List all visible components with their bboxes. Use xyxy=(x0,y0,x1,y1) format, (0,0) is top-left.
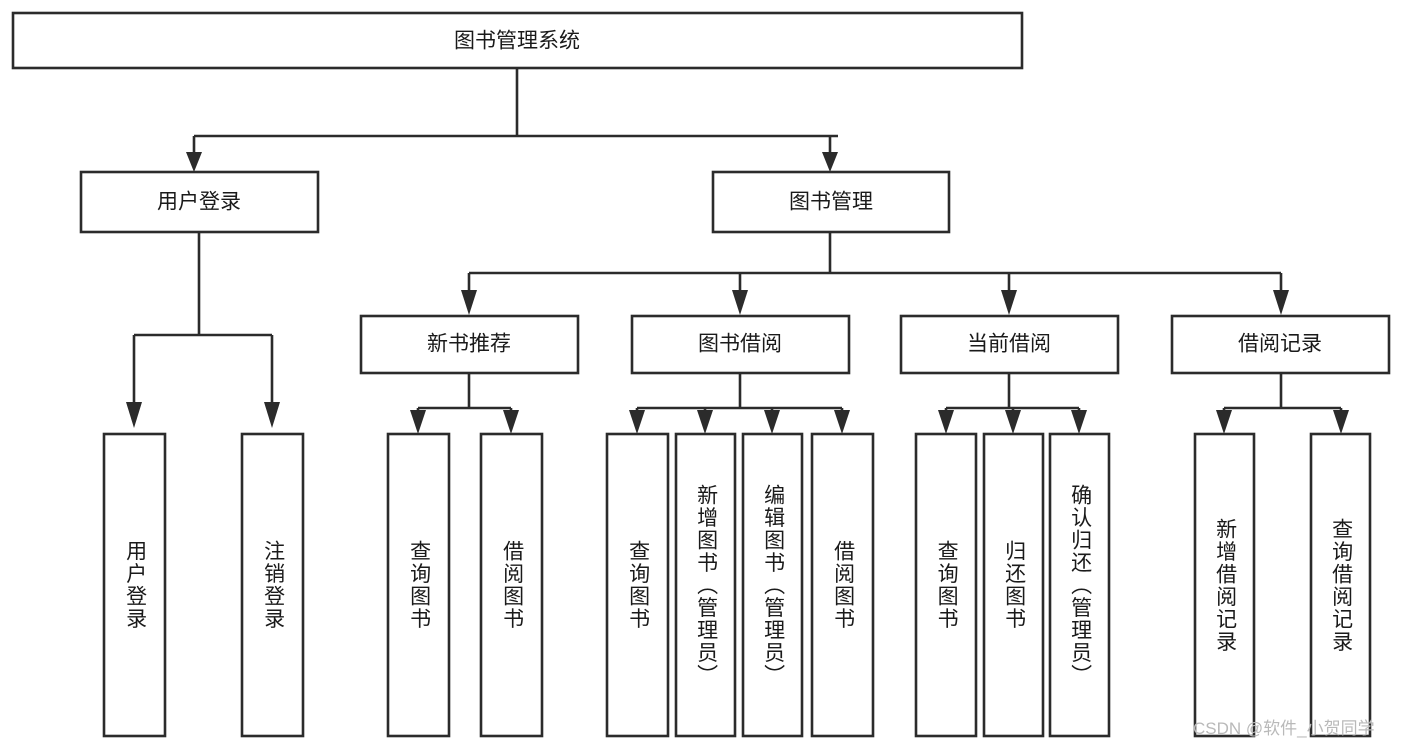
node-box-book-borrow[interactable] xyxy=(630,314,851,375)
node-label-root: 图书管理系统 xyxy=(454,30,580,53)
node-label-leaf-borrow-book-2: 借阅图书 xyxy=(831,540,855,630)
node-label-leaf-query-record: 查询借阅记录 xyxy=(1329,517,1353,653)
node-label-leaf-borrow-book-1: 借阅图书 xyxy=(500,540,524,630)
arrow-to-user-login xyxy=(186,152,202,172)
node-label-leaf-query-book-1: 查询图书 xyxy=(407,540,431,630)
arrow-leaf-add-book xyxy=(697,410,713,434)
arrow-leaf-query-book-2 xyxy=(629,410,645,434)
node-label-borrow-record: 借阅记录 xyxy=(1238,333,1322,356)
arrow-leaf-query-book-3 xyxy=(938,410,954,434)
node-label-leaf-add-record: 新增借阅记录 xyxy=(1213,517,1237,653)
node-box-leaf-confirm-return[interactable] xyxy=(1048,432,1111,738)
node-label-new-book-recommend: 新书推荐 xyxy=(427,333,511,356)
node-box-leaf-query-record[interactable] xyxy=(1309,432,1372,738)
node-box-leaf-query-book-2[interactable] xyxy=(605,432,670,738)
node-label-leaf-confirm-return: 确认归还（管理员） xyxy=(1068,483,1092,687)
arrow-borrow-record xyxy=(1273,290,1289,315)
csdn-watermark: CSDN @软件_小贺同学 xyxy=(1193,719,1375,738)
node-box-leaf-query-book-3[interactable] xyxy=(914,432,978,738)
arrow-current-borrow xyxy=(1001,290,1017,315)
arrow-new-book-recommend xyxy=(461,290,477,315)
node-box-user-login[interactable] xyxy=(79,170,320,234)
node-box-borrow-record[interactable] xyxy=(1170,314,1391,375)
node-label-book-borrow: 图书借阅 xyxy=(698,333,782,356)
node-label-leaf-query-book-2: 查询图书 xyxy=(626,540,650,630)
arrow-to-book-manage xyxy=(822,152,838,172)
node-box-leaf-add-book[interactable] xyxy=(674,432,737,738)
arrow-leaf-query-record xyxy=(1333,410,1349,434)
arrow-leaf-edit-book xyxy=(764,410,780,434)
node-label-user-login: 用户登录 xyxy=(157,191,241,214)
arrow-leaf-confirm-return xyxy=(1071,410,1087,434)
node-label-leaf-query-book-3: 查询图书 xyxy=(935,540,959,630)
arrow-book-borrow xyxy=(732,290,748,315)
arrow-leaf-add-record xyxy=(1216,410,1232,434)
node-box-leaf-return-book[interactable] xyxy=(982,432,1045,738)
node-box-book-manage[interactable] xyxy=(711,170,951,234)
node-label-leaf-logout-login: 注销登录 xyxy=(261,540,285,630)
arrow-leaf-return-book xyxy=(1005,410,1021,434)
node-box-root[interactable] xyxy=(11,11,1024,70)
arrow-leaf-borrow-book-1 xyxy=(503,410,519,434)
node-box-leaf-query-book-1[interactable] xyxy=(386,432,451,738)
arrow-leaf-query-book-1 xyxy=(410,410,426,434)
connector-group xyxy=(126,68,1349,434)
node-box-leaf-edit-book[interactable] xyxy=(741,432,804,738)
node-box-leaf-borrow-book-2[interactable] xyxy=(810,432,875,738)
node-box-new-book-recommend[interactable] xyxy=(359,314,580,375)
node-box-leaf-user-login[interactable] xyxy=(102,432,167,738)
arrow-leaf-logout-login xyxy=(264,402,280,428)
node-label-leaf-return-book: 归还图书 xyxy=(1002,540,1026,630)
node-label-current-borrow: 当前借阅 xyxy=(967,333,1051,356)
node-box-group: 图书管理系统 用户登录 图书管理 新书推荐 图书借阅 当前借阅 借阅记录 xyxy=(11,11,1391,738)
node-box-current-borrow[interactable] xyxy=(899,314,1120,375)
node-label-leaf-edit-book: 编辑图书（管理员） xyxy=(761,483,785,687)
arrow-leaf-borrow-book-2 xyxy=(834,410,850,434)
node-box-leaf-logout-login[interactable] xyxy=(240,432,305,738)
node-box-leaf-borrow-book-1[interactable] xyxy=(479,432,544,738)
node-label-leaf-add-book: 新增图书（管理员） xyxy=(694,483,718,687)
node-label-leaf-user-login: 用户登录 xyxy=(123,540,147,630)
node-label-book-manage: 图书管理 xyxy=(789,191,873,214)
arrow-leaf-user-login xyxy=(126,402,142,428)
node-box-leaf-add-record[interactable] xyxy=(1193,432,1256,738)
